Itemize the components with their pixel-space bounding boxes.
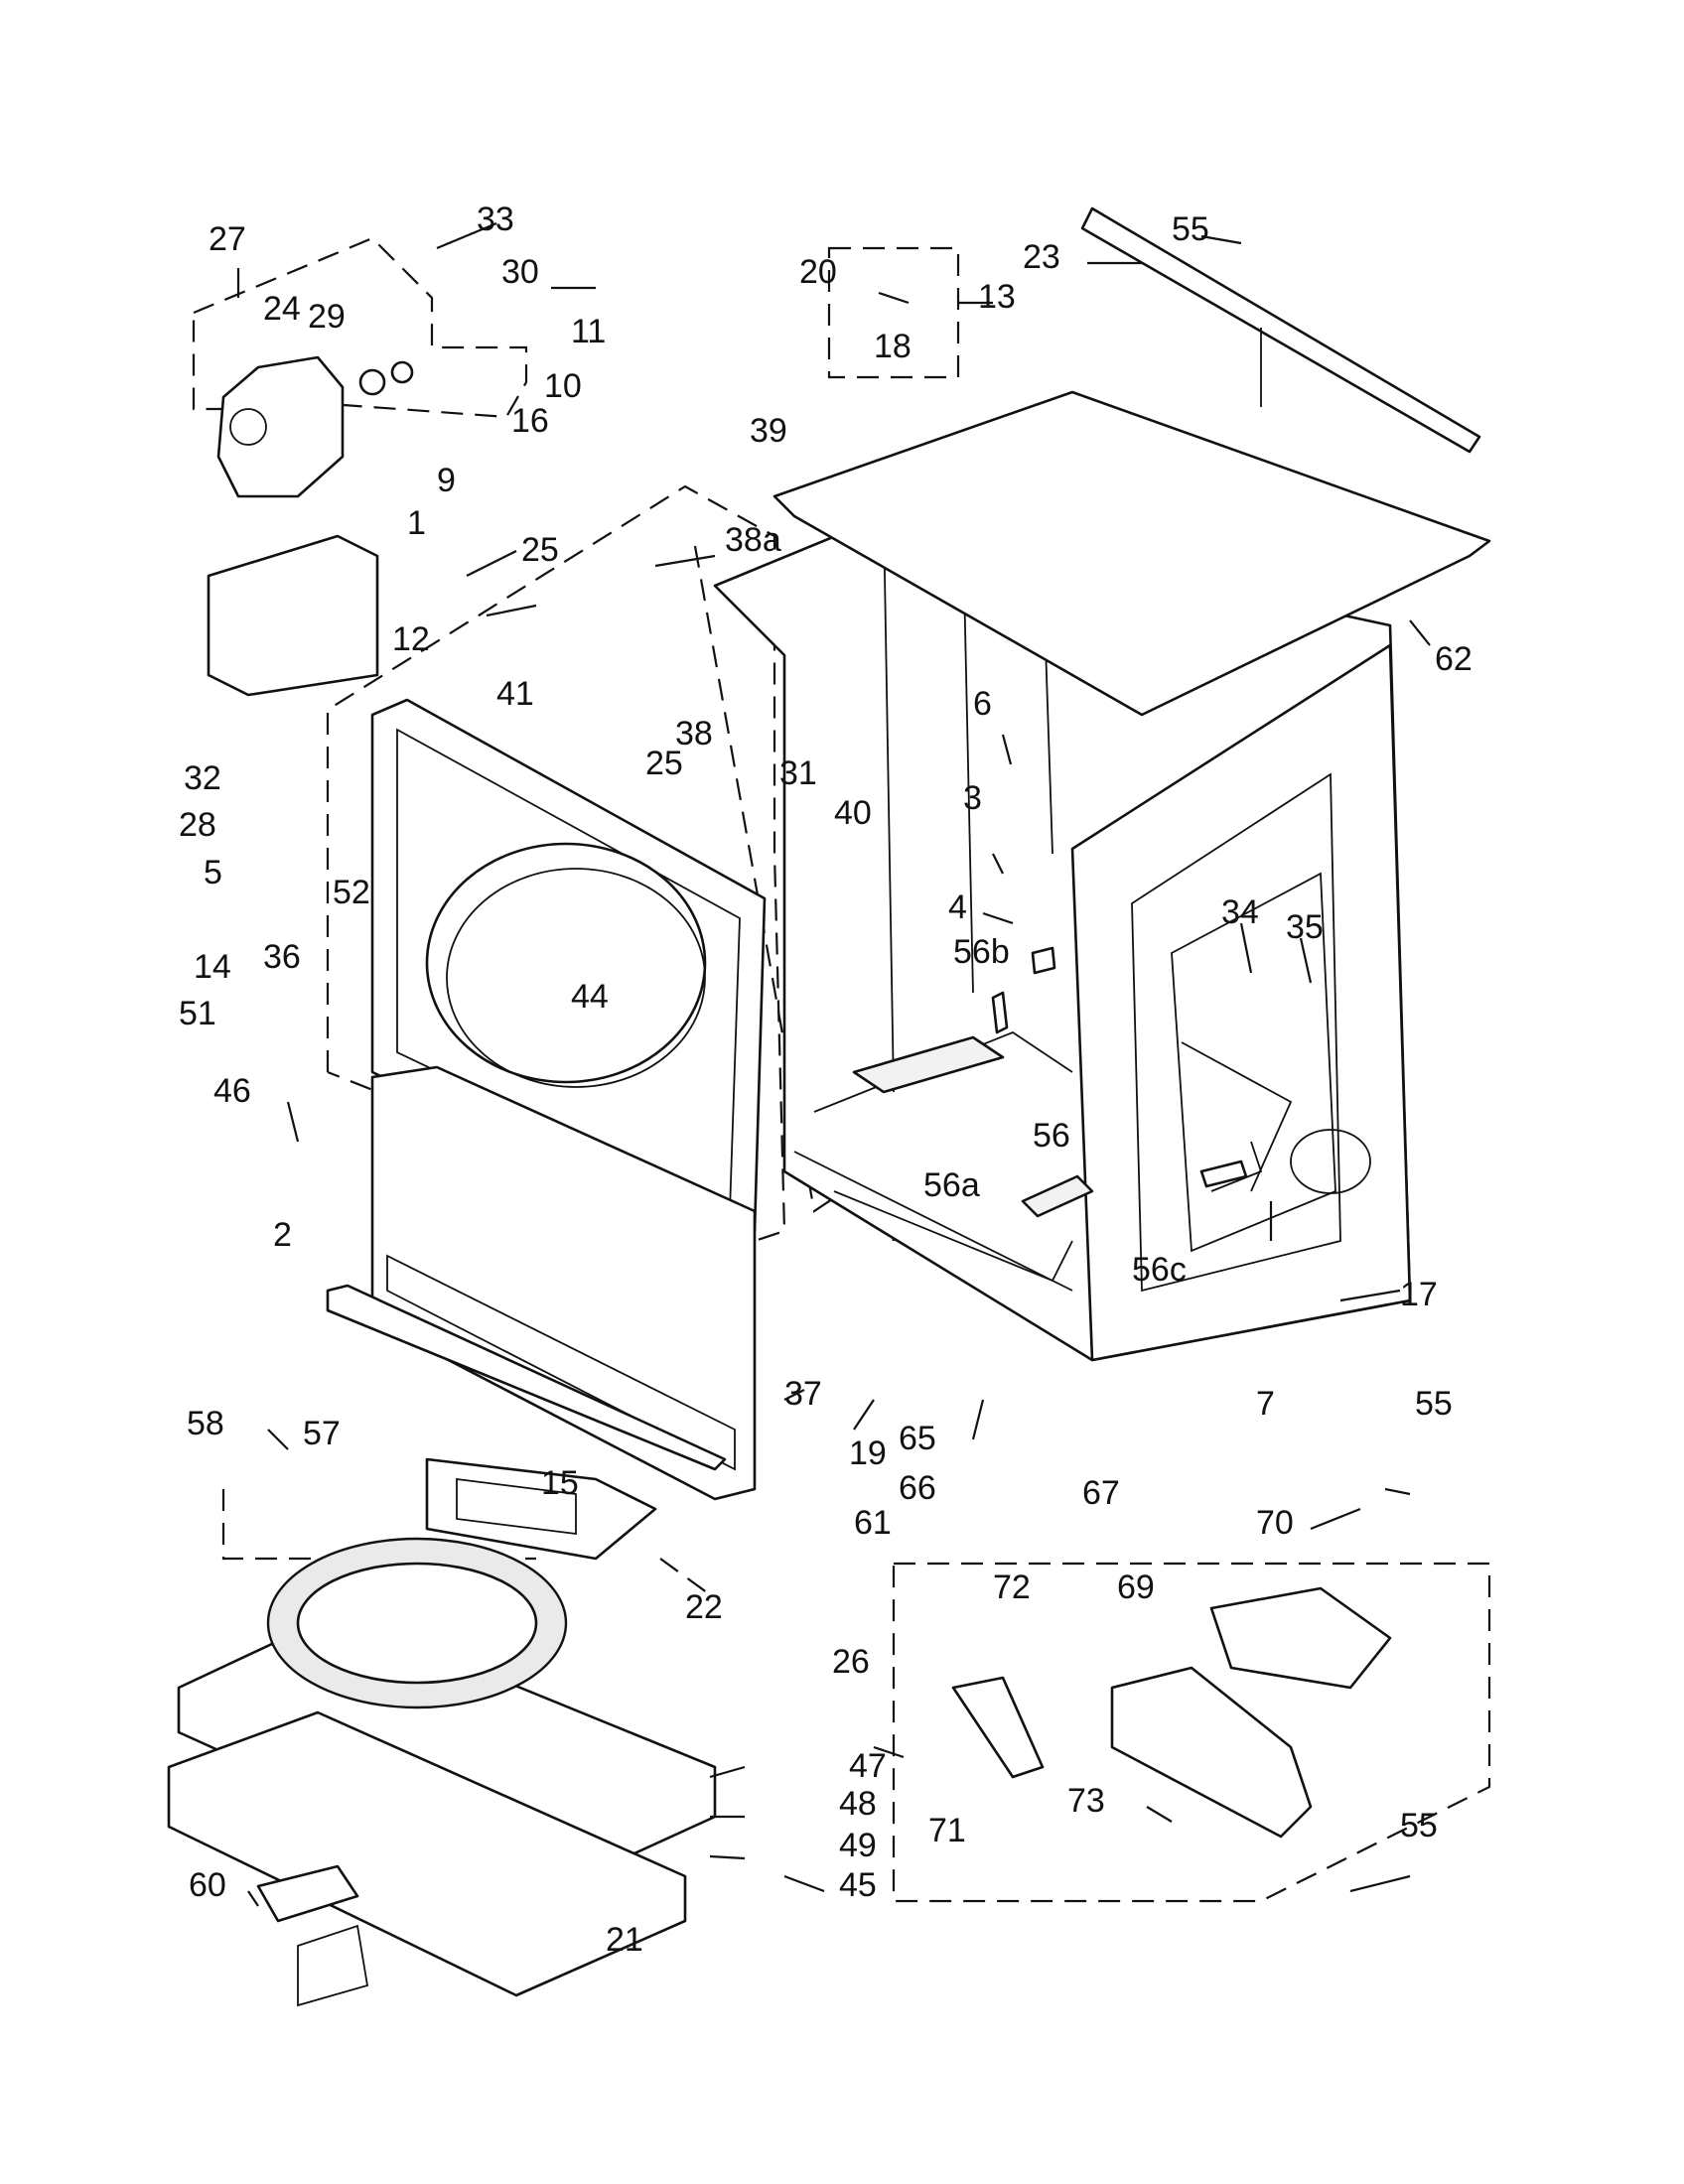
callout-36: 36 [263, 938, 301, 976]
callout-33: 33 [477, 201, 514, 238]
motor-assembly [207, 355, 414, 697]
callout-55-valve: 55 [1400, 1807, 1438, 1844]
callout-72: 72 [993, 1569, 1031, 1606]
callout-46: 46 [213, 1072, 251, 1110]
callout-3: 3 [963, 779, 982, 817]
callout-71: 71 [928, 1812, 966, 1849]
callout-20: 20 [799, 253, 837, 291]
callout-32: 32 [184, 759, 221, 797]
callout-25-motor: 25 [521, 531, 559, 569]
callout-26: 26 [832, 1643, 870, 1681]
callout-21: 21 [606, 1921, 643, 1959]
callout-49: 49 [839, 1827, 877, 1864]
callout-58: 58 [187, 1405, 224, 1442]
callout-31: 31 [779, 754, 817, 792]
callout-12: 12 [392, 620, 430, 658]
callout-45: 45 [839, 1866, 877, 1904]
callout-38a: 38a [725, 521, 781, 559]
callout-6: 6 [973, 685, 992, 723]
base-assembly [167, 1457, 717, 2007]
callout-23: 23 [1023, 238, 1060, 276]
callout-38: 38 [675, 715, 713, 752]
callout-57: 57 [303, 1415, 341, 1452]
callout-27: 27 [209, 220, 246, 258]
callout-18: 18 [874, 328, 912, 365]
callout-47: 47 [849, 1747, 887, 1785]
callout-39: 39 [750, 412, 787, 450]
callout-62: 62 [1435, 640, 1473, 678]
gas-valve-assembly [951, 1586, 1392, 1839]
callout-56: 56 [1033, 1117, 1070, 1155]
leader-lines [236, 221, 1431, 1907]
callout-66: 66 [899, 1469, 936, 1507]
callout-15: 15 [541, 1464, 579, 1502]
callout-70: 70 [1256, 1504, 1294, 1542]
callout-5: 5 [204, 854, 222, 891]
callout-35: 35 [1286, 908, 1324, 946]
callout-24: 24 [263, 290, 301, 328]
callout-61: 61 [854, 1504, 892, 1542]
callout-40: 40 [834, 794, 872, 832]
callout-56c: 56c [1132, 1251, 1187, 1289]
callout-44: 44 [571, 978, 609, 1016]
callout-29: 29 [308, 298, 346, 336]
callout-55-right: 55 [1415, 1385, 1453, 1423]
callout-10: 10 [544, 367, 582, 405]
callout-48: 48 [839, 1785, 877, 1823]
callout-13: 13 [978, 278, 1016, 316]
callout-19: 19 [849, 1434, 887, 1472]
callout-30: 30 [501, 253, 539, 291]
top-panel [772, 206, 1491, 717]
callout-69: 69 [1117, 1569, 1155, 1606]
callout-56a: 56a [923, 1166, 980, 1204]
callout-labels: 1 2 3 4 5 6 7 9 10 11 12 13 14 15 16 17 … [179, 201, 1473, 1959]
callout-16: 16 [511, 402, 549, 440]
callout-2: 2 [273, 1216, 292, 1254]
callout-41: 41 [496, 675, 534, 713]
callout-65: 65 [899, 1420, 936, 1457]
callout-73: 73 [1067, 1782, 1105, 1820]
callout-60: 60 [189, 1866, 226, 1904]
callout-22: 22 [685, 1588, 723, 1626]
callout-67: 67 [1082, 1474, 1120, 1512]
callout-17: 17 [1400, 1276, 1438, 1313]
callout-55-top: 55 [1172, 210, 1209, 248]
callout-14: 14 [194, 948, 231, 986]
callout-9: 9 [437, 462, 456, 499]
callout-56b: 56b [953, 933, 1010, 971]
callout-7: 7 [1256, 1385, 1275, 1423]
callout-52: 52 [333, 874, 370, 911]
callout-11: 11 [571, 313, 606, 350]
callout-28: 28 [179, 806, 216, 844]
cabinet [713, 514, 1412, 1362]
callout-4: 4 [948, 888, 967, 926]
toe-panel [326, 1065, 757, 1501]
callout-1: 1 [407, 504, 426, 542]
callout-34: 34 [1221, 893, 1259, 931]
callout-25-front: 25 [645, 745, 683, 782]
callout-37: 37 [784, 1375, 822, 1413]
callout-51: 51 [179, 995, 216, 1032]
